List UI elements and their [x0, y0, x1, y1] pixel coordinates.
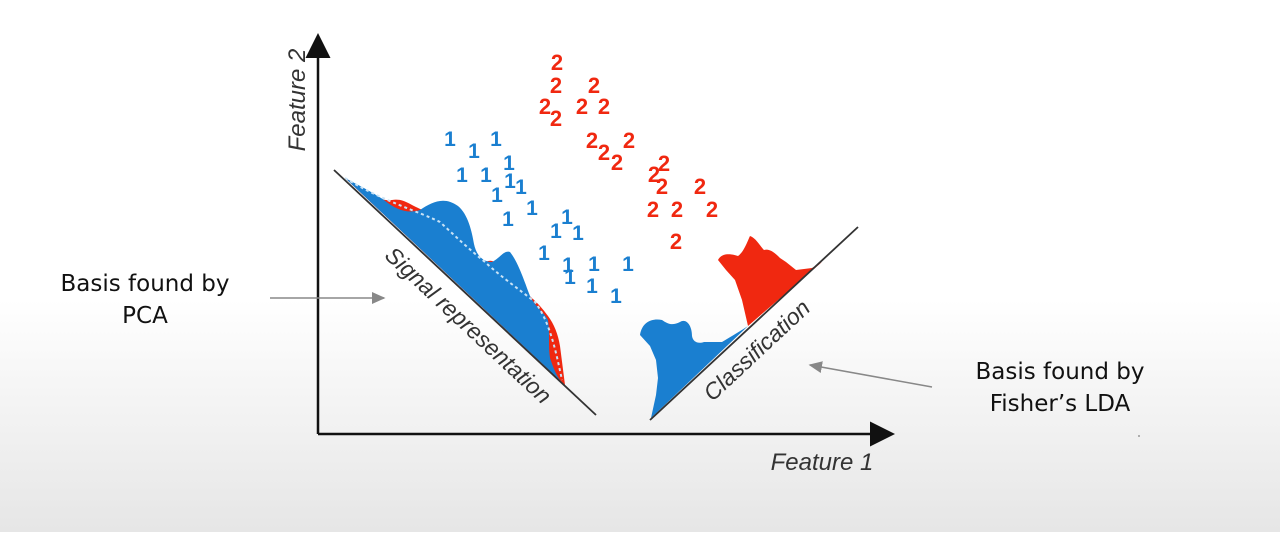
class-1-points: 1 1 1 1 1 1 1 1 1 1 1 1 1 1 1 1 1 1 1 1 … — [444, 128, 634, 308]
lda-blue-distribution — [640, 319, 748, 418]
class-2-point: 2 — [586, 128, 598, 153]
class-1-point: 1 — [468, 140, 480, 163]
class-2-points: 2 2 2 2 2 2 2 2 2 2 2 2 2 2 2 2 2 2 2 — [539, 50, 718, 254]
class-1-point: 1 — [586, 275, 598, 298]
class-1-point: 1 — [480, 164, 492, 187]
pca-caption-line2: PCA — [122, 303, 168, 329]
class-2-point: 2 — [647, 197, 659, 222]
class-2-point: 2 — [576, 94, 588, 119]
class-2-point: 2 — [551, 50, 563, 75]
class-2-point: 2 — [648, 162, 660, 187]
lda-basis-line — [649, 226, 859, 421]
class-2-point: 2 — [550, 73, 562, 98]
class-2-point: 2 — [706, 197, 718, 222]
class-1-point: 1 — [526, 197, 538, 220]
pca-blue-distribution — [345, 178, 565, 385]
class-1-point: 1 — [503, 152, 515, 175]
class-2-point: 2 — [671, 197, 683, 222]
class-1-point: 1 — [622, 253, 634, 276]
y-axis-label: Feature 2 — [284, 49, 311, 152]
x-axis-label: Feature 1 — [771, 449, 874, 476]
stray-dot — [1138, 435, 1140, 437]
class-2-point: 2 — [598, 94, 610, 119]
lda-projection: Classification — [640, 226, 859, 421]
class-1-point: 1 — [502, 208, 514, 231]
class-1-point: 1 — [572, 222, 584, 245]
class-2-point: 2 — [611, 150, 623, 175]
pca-basis-line — [333, 169, 597, 416]
class-1-point: 1 — [456, 164, 468, 187]
class-1-point: 1 — [561, 206, 573, 229]
lda-caption-line1: Basis found by — [975, 359, 1145, 385]
class-2-point: 2 — [694, 174, 706, 199]
class-1-point: 1 — [538, 242, 550, 265]
class-2-point: 2 — [588, 73, 600, 98]
pca-caption: Basis found by PCA — [40, 268, 250, 332]
lda-caption: Basis found by Fisher’s LDA — [950, 356, 1170, 420]
class-2-point: 2 — [656, 174, 668, 199]
class-1-point: 1 — [491, 184, 503, 207]
class-1-point: 1 — [588, 253, 600, 276]
class-1-point: 1 — [610, 285, 622, 308]
class-2-point: 2 — [623, 128, 635, 153]
class-1-point: 1 — [564, 266, 576, 289]
lda-pointer-arrow — [808, 361, 933, 388]
class-2-point: 2 — [670, 229, 682, 254]
class-1-point: 1 — [490, 128, 502, 151]
class-2-point: 2 — [658, 151, 670, 176]
lda-caption-line2: Fisher’s LDA — [989, 391, 1131, 417]
class-1-point: 1 — [562, 254, 574, 277]
class-2-point: 2 — [550, 106, 562, 131]
pca-caption-line1: Basis found by — [60, 271, 230, 297]
class-2-point: 2 — [598, 140, 610, 165]
class-1-point: 1 — [550, 220, 562, 243]
class-2-point: 2 — [539, 94, 551, 119]
class-1-point: 1 — [504, 170, 516, 193]
class-1-point: 1 — [444, 128, 456, 151]
pca-projection: Signal representation — [333, 169, 597, 416]
class-1-point: 1 — [515, 176, 527, 199]
lda-red-distribution — [718, 236, 822, 326]
